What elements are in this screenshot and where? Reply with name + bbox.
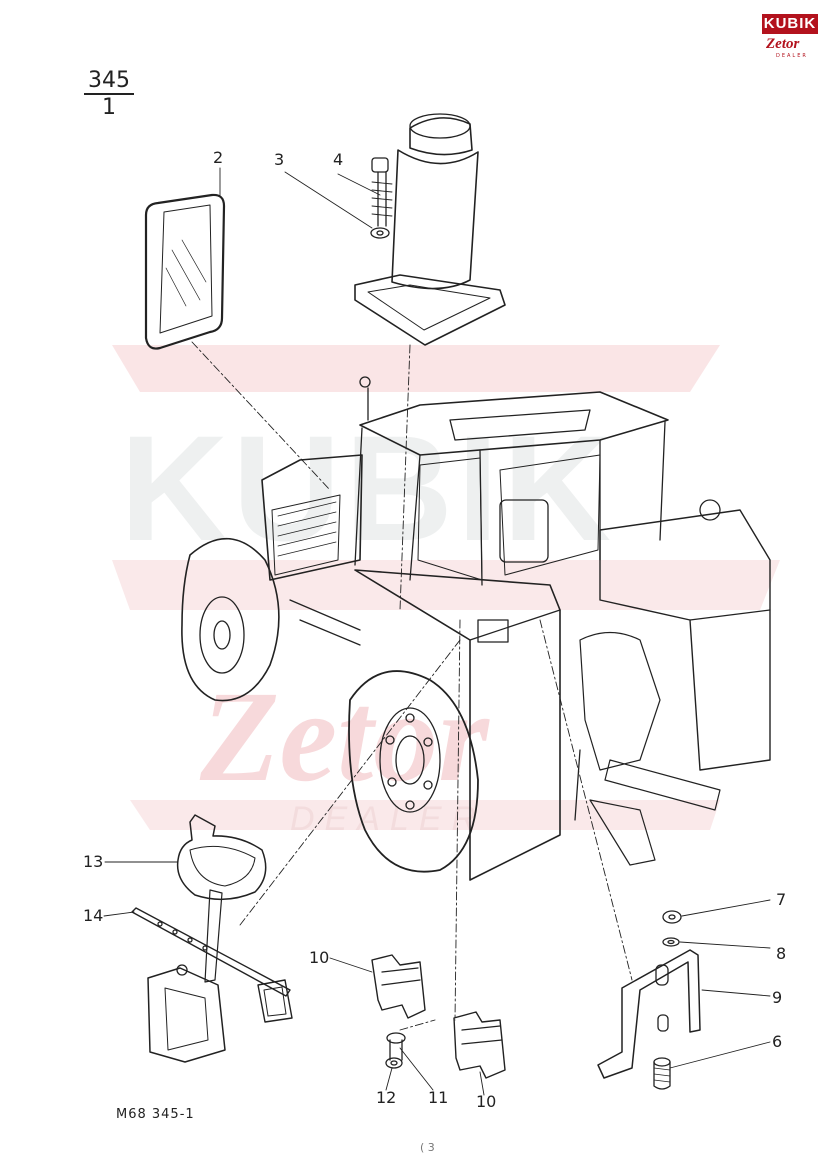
callout-11: 11 <box>428 1088 449 1107</box>
leader-lines <box>103 167 771 1096</box>
part-10-clip-upper <box>371 954 426 1019</box>
part-12-nut <box>385 1057 403 1069</box>
callout-14: 14 <box>83 906 104 925</box>
drawing-code: M68 345-1 <box>116 1107 195 1122</box>
callout-10-upper: 10 <box>309 948 330 967</box>
part-4-reservoir <box>354 113 506 346</box>
callout-12: 12 <box>376 1088 397 1107</box>
part-13-bracket <box>176 814 267 901</box>
callout-13: 13 <box>83 852 104 871</box>
page-number: 345 1 <box>84 70 134 119</box>
part-2-mirror <box>144 193 226 350</box>
callout-4: 4 <box>333 150 344 169</box>
brand-tag: DEALER <box>776 53 808 59</box>
part-11-bolt <box>386 1032 406 1061</box>
part-14-strap <box>131 889 293 1063</box>
callout-3: 3 <box>274 150 285 169</box>
brand-logo: KUBIK Zetor DEALER <box>762 14 818 60</box>
callout-9: 9 <box>772 988 783 1007</box>
brand-name: KUBIK <box>762 14 818 34</box>
footer-mark: ( 3 <box>420 1141 435 1154</box>
brand-sub: Zetor <box>766 36 800 52</box>
part-9-bracket <box>597 949 701 1079</box>
callout-6: 6 <box>772 1032 783 1051</box>
tractor-body <box>181 376 771 881</box>
callout-10-lower: 10 <box>476 1092 497 1111</box>
part-7-nut <box>662 910 682 924</box>
callout-7: 7 <box>776 890 787 909</box>
part-6-bolt <box>653 1057 671 1090</box>
section-number: 345 <box>84 70 134 95</box>
callout-8: 8 <box>776 944 787 963</box>
callout-2: 2 <box>213 148 224 167</box>
part-10-clip-lower <box>453 1011 506 1079</box>
part-8-washer <box>662 937 680 947</box>
sheet-number: 1 <box>102 95 116 120</box>
